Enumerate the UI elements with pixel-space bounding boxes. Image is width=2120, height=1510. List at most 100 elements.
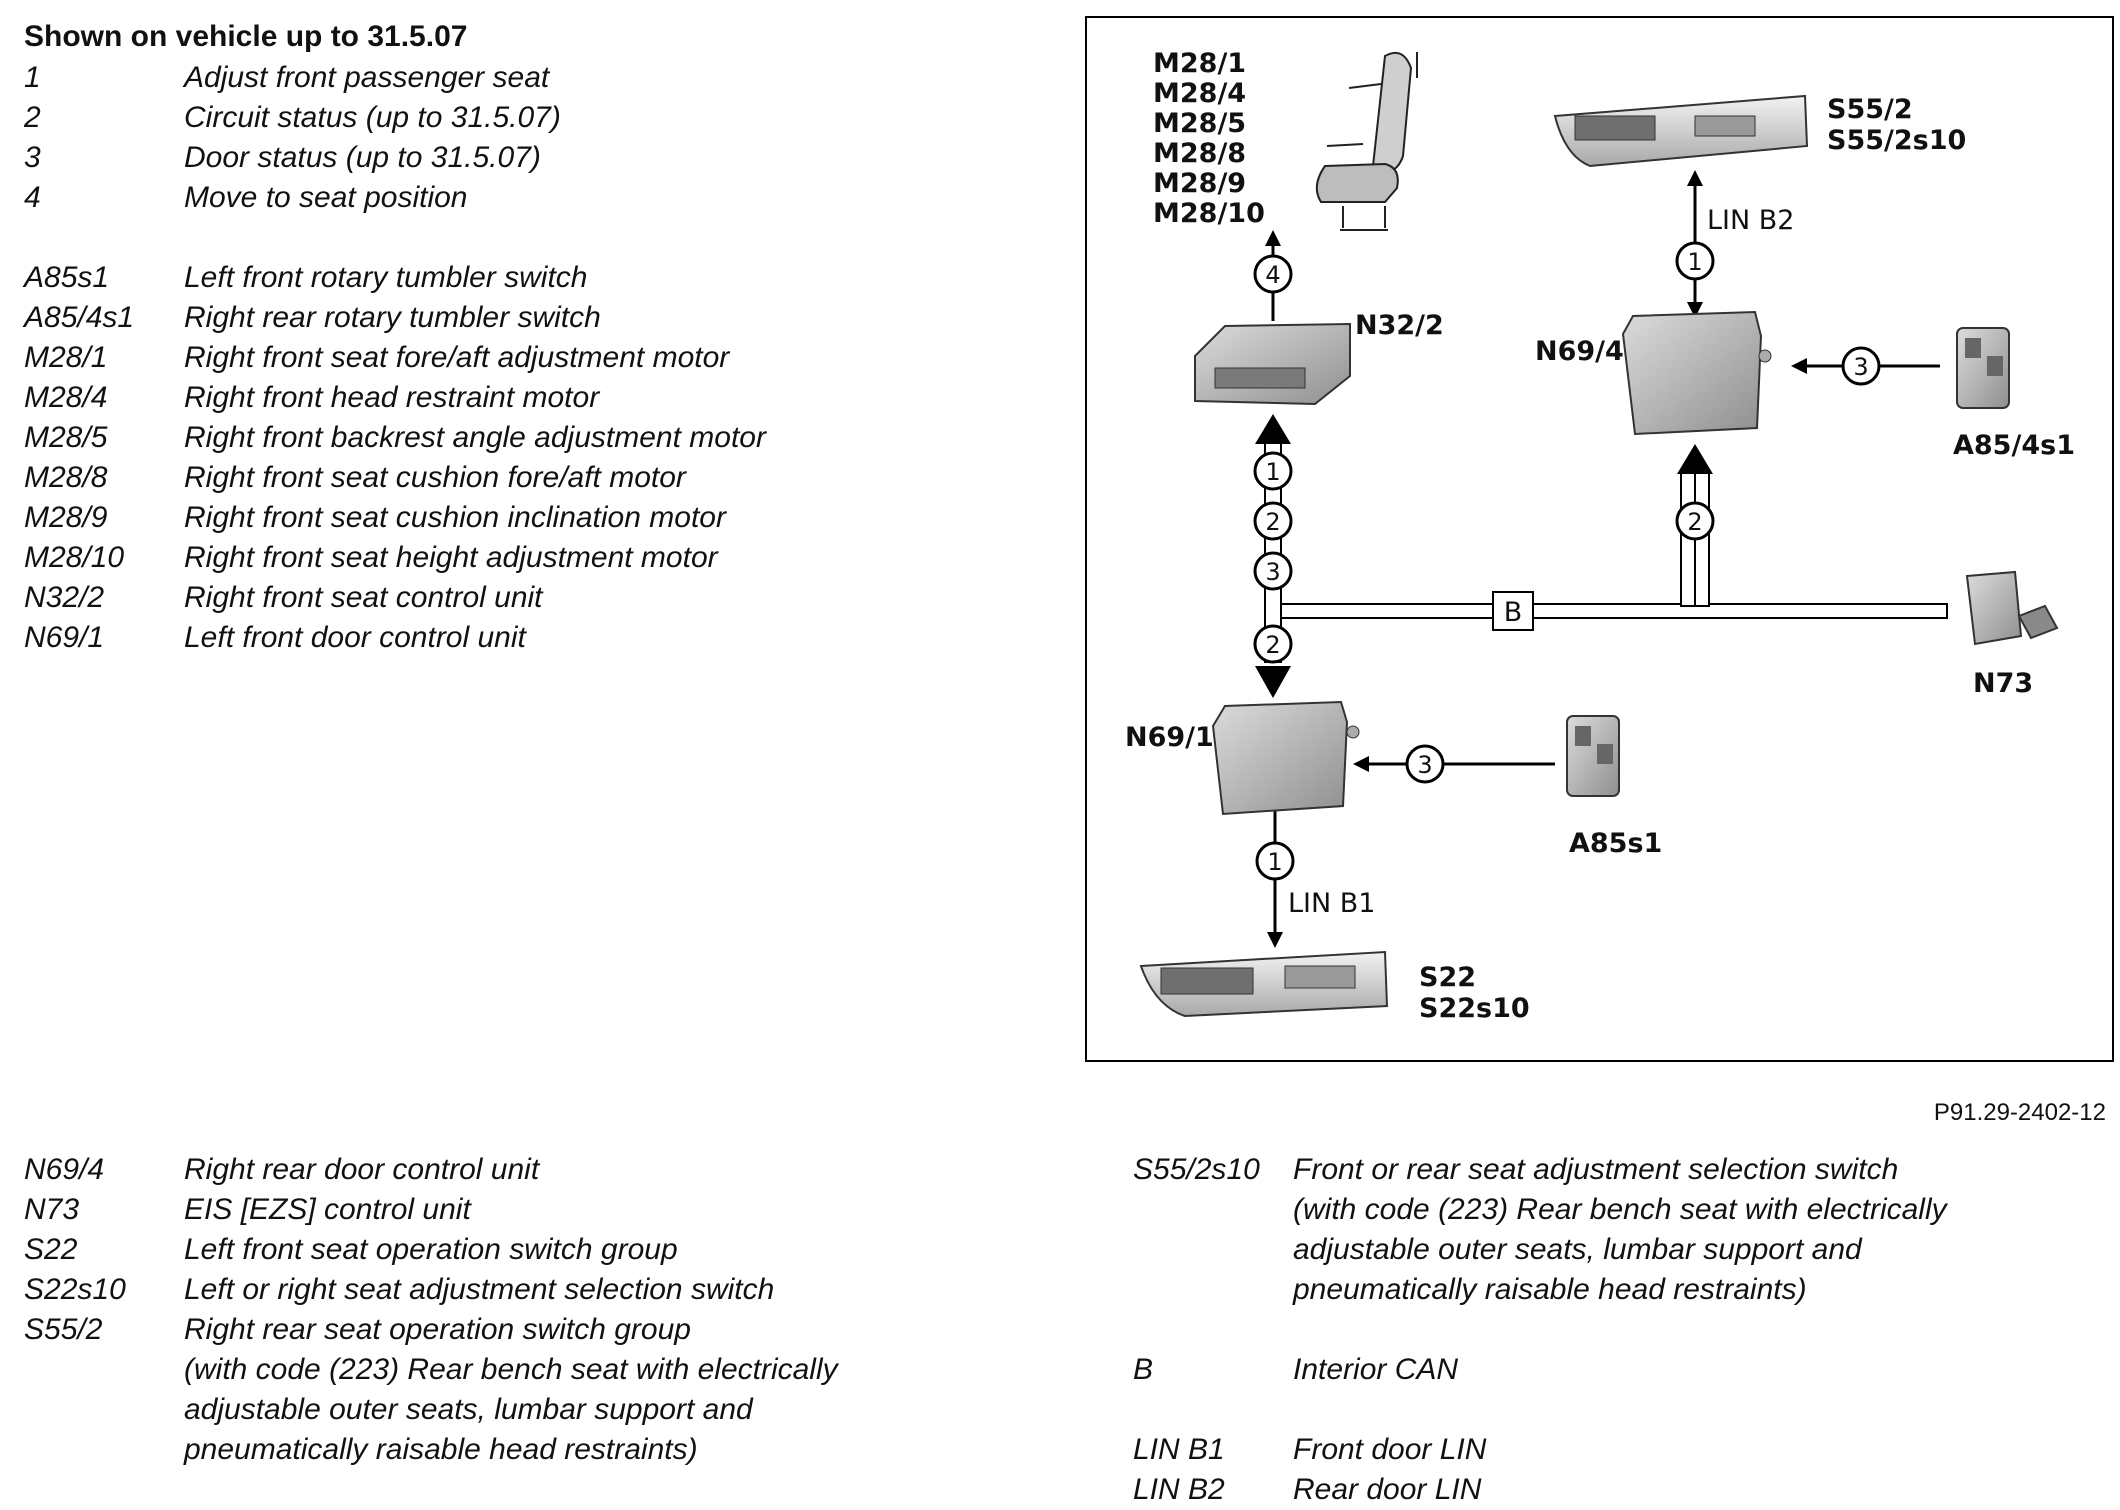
seat-motor-label: M28/8 bbox=[1153, 138, 1246, 169]
legend-desc: Rear door LIN bbox=[1293, 1473, 1482, 1506]
legend-desc: Right front seat cushion fore/aft motor bbox=[184, 461, 686, 494]
svg-text:1: 1 bbox=[1265, 458, 1280, 486]
legend-row: (with code (223) Rear bench seat with el… bbox=[24, 1350, 838, 1390]
front-switch-label: S22 bbox=[1419, 962, 1476, 993]
legend-code: B bbox=[1133, 1353, 1154, 1386]
legend-desc: pneumatically raisable head restraints) bbox=[1293, 1273, 1807, 1306]
n32-label: N32/2 bbox=[1355, 310, 1444, 341]
svg-text:2: 2 bbox=[1265, 631, 1280, 659]
front-switch-label: S22s10 bbox=[1419, 993, 1530, 1024]
svg-text:3: 3 bbox=[1853, 353, 1868, 381]
legend-desc: (with code (223) Rear bench seat with el… bbox=[184, 1353, 838, 1386]
legend-row: LIN B2 Rear door LIN bbox=[1133, 1470, 1947, 1510]
svg-text:1: 1 bbox=[1687, 248, 1702, 276]
marker-1-trunk: 1 bbox=[1253, 451, 1293, 491]
marker-3-a85-4s1: 3 bbox=[1841, 346, 1881, 386]
legend-code: 4 bbox=[24, 181, 41, 214]
bus-b-label: B bbox=[1504, 597, 1523, 628]
front-switch-panel bbox=[1139, 950, 1389, 1018]
legend-code: LIN B2 bbox=[1133, 1473, 1225, 1506]
legend-code: S22s10 bbox=[24, 1273, 126, 1306]
legend-desc: adjustable outer seats, lumbar support a… bbox=[1293, 1233, 1862, 1266]
legend-row: B Interior CAN bbox=[1133, 1350, 1947, 1390]
legend-desc: Front or rear seat adjustment selection … bbox=[1293, 1153, 1899, 1186]
legend-row: N69/4 Right rear door control unit bbox=[24, 1150, 838, 1190]
bus-b-box bbox=[1492, 591, 1534, 631]
legend-code: N32/2 bbox=[24, 581, 105, 614]
legend-row: pneumatically raisable head restraints) bbox=[24, 1430, 838, 1470]
seat-motor-label: M28/9 bbox=[1153, 168, 1246, 199]
a85-4s1-switch bbox=[1956, 327, 2010, 409]
a85s1-label: A85s1 bbox=[1569, 828, 1662, 859]
figure-reference: P91.29-2402-12 bbox=[1933, 1099, 2106, 1126]
legend-code: N69/4 bbox=[24, 1153, 105, 1186]
legend-row: M28/9 Right front seat cushion inclinatio… bbox=[24, 498, 766, 538]
legend-desc: Left or right seat adjustment selection … bbox=[184, 1273, 775, 1306]
marker-2-n69-1: 2 bbox=[1253, 624, 1293, 664]
legend-desc: Left front rotary tumbler switch bbox=[184, 261, 588, 294]
legend-desc: Right rear seat operation switch group bbox=[184, 1313, 691, 1346]
legend-desc: Right front seat fore/aft adjustment mot… bbox=[184, 341, 730, 374]
legend-row: M28/5 Right front backrest angle adjustme… bbox=[24, 418, 766, 458]
legend-desc: Right rear rotary tumbler switch bbox=[184, 301, 601, 334]
legend-desc: Left front seat operation switch group bbox=[184, 1233, 678, 1266]
svg-text:2: 2 bbox=[1265, 508, 1280, 536]
svg-text:3: 3 bbox=[1417, 751, 1432, 779]
legend-code: M28/8 bbox=[24, 461, 108, 494]
legend-desc: Right front seat control unit bbox=[184, 581, 543, 614]
legend-row: A85/4s1 Right rear rotary tumbler switch bbox=[24, 298, 766, 338]
seat-icon bbox=[1315, 52, 1418, 231]
legend-desc: Adjust front passenger seat bbox=[184, 61, 550, 94]
marker-1-rear-lin: 1 bbox=[1675, 241, 1715, 281]
legend-row: 4 Move to seat position bbox=[24, 178, 766, 218]
legend-desc: Right rear door control unit bbox=[184, 1153, 540, 1186]
svg-text:1: 1 bbox=[1267, 848, 1282, 876]
rear-switch-label: S55/2s10 bbox=[1827, 125, 1966, 156]
legend-desc: Right front seat height adjustment motor bbox=[184, 541, 718, 574]
legend-code: M28/5 bbox=[24, 421, 108, 454]
marker-1-front-lin: 1 bbox=[1255, 841, 1295, 881]
seat-motor-labels: M28/1 M28/4 M28/5 M28/8 M28/9 M28/10 bbox=[1153, 48, 1265, 229]
legend-code: S55/2 bbox=[24, 1313, 103, 1346]
legend-spacer bbox=[24, 218, 766, 258]
legend-code: N69/1 bbox=[24, 621, 105, 654]
legend-desc: Interior CAN bbox=[1293, 1353, 1459, 1386]
legend-row: M28/8 Right front seat cushion fore/aft m… bbox=[24, 458, 766, 498]
legend-desc: Right front backrest angle adjustment mo… bbox=[184, 421, 766, 454]
legend-row: adjustable outer seats, lumbar support a… bbox=[1133, 1230, 1947, 1270]
legend-desc: Circuit status (up to 31.5.07) bbox=[184, 101, 561, 134]
legend-code: M28/9 bbox=[24, 501, 108, 534]
svg-text:3: 3 bbox=[1265, 558, 1280, 586]
legend-row: N69/1 Left front door control unit bbox=[24, 618, 766, 658]
legend-code: LIN B1 bbox=[1133, 1433, 1225, 1466]
lin-b2-label: LIN B2 bbox=[1707, 205, 1795, 236]
diagram-frame bbox=[1085, 16, 2114, 1062]
legend-row: (with code (223) Rear bench seat with el… bbox=[1133, 1190, 1947, 1230]
legend-row: adjustable outer seats, lumbar support a… bbox=[24, 1390, 838, 1430]
legend-code: A85/4s1 bbox=[24, 301, 135, 334]
legend-spacer bbox=[1133, 1310, 1947, 1350]
legend-row: LIN B1 Front door LIN bbox=[1133, 1430, 1947, 1470]
legend-desc: Move to seat position bbox=[184, 181, 468, 214]
n69-1-label: N69/1 bbox=[1125, 722, 1214, 753]
seat-motor-label: M28/4 bbox=[1153, 78, 1246, 109]
legend-spacer bbox=[1133, 1390, 1947, 1430]
legend-desc: Door status (up to 31.5.07) bbox=[184, 141, 541, 174]
legend-desc: Front door LIN bbox=[1293, 1433, 1487, 1466]
rear-switch-label: S55/2 bbox=[1827, 94, 1913, 125]
system-diagram: B 4 1 3 1 2 3 2 2 3 1 M28/1 M28/4 M bbox=[1085, 16, 2114, 1062]
lin-b1-label: LIN B1 bbox=[1288, 888, 1376, 919]
legend-desc: adjustable outer seats, lumbar support a… bbox=[184, 1393, 753, 1426]
legend-code: 3 bbox=[24, 141, 41, 174]
legend-row: N32/2 Right front seat control unit bbox=[24, 578, 766, 618]
legend-desc: Left front door control unit bbox=[184, 621, 526, 654]
legend-desc: Right front seat cushion inclination mot… bbox=[184, 501, 726, 534]
